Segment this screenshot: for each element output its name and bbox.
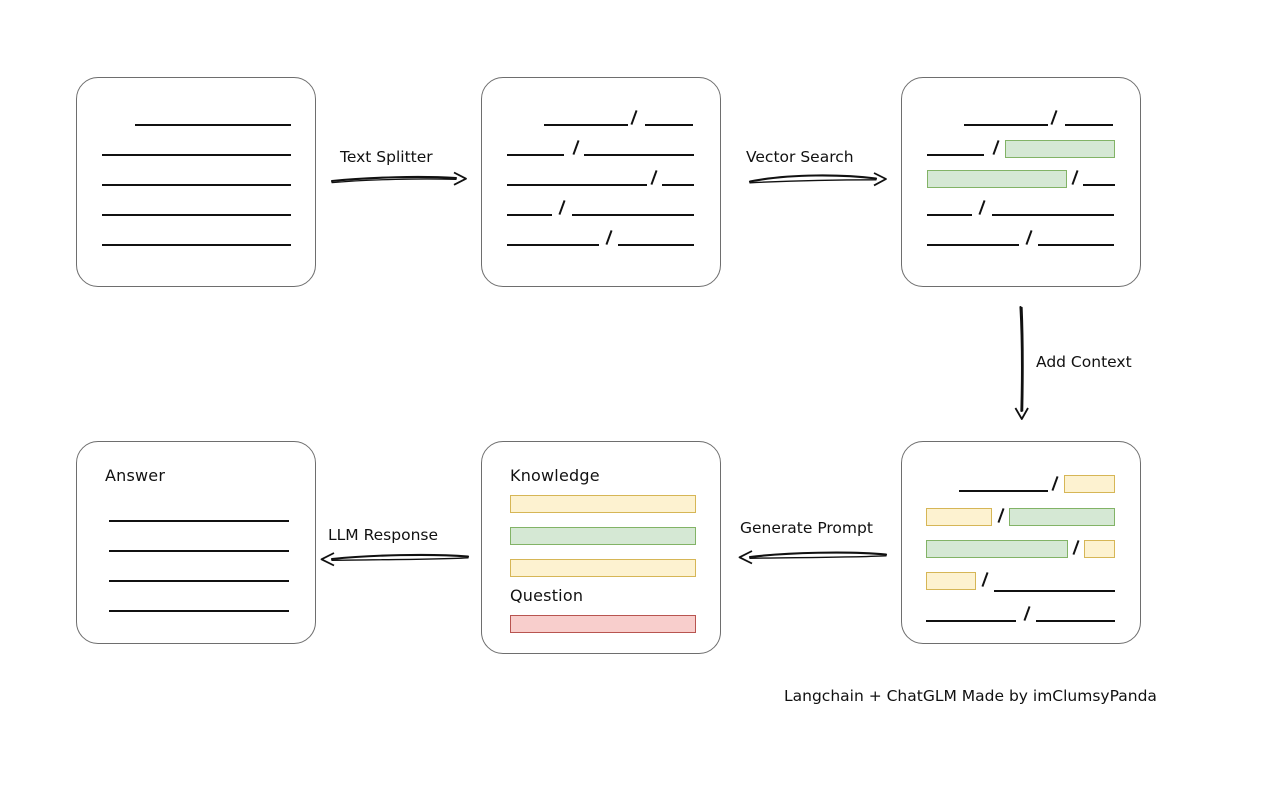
highlight-chunk-green[interactable] bbox=[1005, 140, 1115, 158]
text-line bbox=[994, 590, 1115, 592]
text-line bbox=[135, 124, 291, 126]
text-line bbox=[1036, 620, 1115, 622]
text-line bbox=[572, 214, 694, 216]
card-split-chunks[interactable] bbox=[481, 77, 721, 287]
slash-separator bbox=[558, 200, 566, 215]
knowledge-bar-green-1[interactable] bbox=[510, 527, 696, 545]
slash-separator bbox=[997, 508, 1005, 523]
text-line bbox=[645, 124, 693, 126]
arrow-vector-search bbox=[748, 168, 890, 190]
slash-separator bbox=[1072, 540, 1080, 555]
text-line bbox=[507, 214, 552, 216]
text-line bbox=[109, 520, 289, 522]
text-line bbox=[507, 244, 599, 246]
prompt-knowledge-heading: Knowledge bbox=[510, 466, 600, 485]
highlight-chunk-yellow[interactable] bbox=[926, 572, 976, 590]
text-line bbox=[1083, 184, 1115, 186]
highlight-chunk-green[interactable] bbox=[926, 540, 1068, 558]
card-source-document[interactable] bbox=[76, 77, 316, 287]
slash-separator bbox=[1071, 170, 1079, 185]
slash-separator bbox=[630, 110, 638, 125]
text-line bbox=[927, 154, 984, 156]
slash-separator bbox=[605, 230, 613, 245]
arrow-label-add-context: Add Context bbox=[1036, 353, 1132, 371]
slash-separator bbox=[1050, 110, 1058, 125]
slash-separator bbox=[572, 140, 580, 155]
text-line bbox=[992, 214, 1114, 216]
text-line bbox=[102, 244, 291, 246]
text-line bbox=[964, 124, 1048, 126]
text-line bbox=[507, 184, 647, 186]
text-line bbox=[109, 550, 289, 552]
highlight-chunk-yellow[interactable] bbox=[926, 508, 992, 526]
slash-separator bbox=[981, 572, 989, 587]
text-line bbox=[662, 184, 694, 186]
slash-separator bbox=[650, 170, 658, 185]
prompt-question-heading: Question bbox=[510, 586, 584, 605]
card-answer[interactable]: Answer bbox=[76, 441, 316, 644]
highlight-chunk-yellow[interactable] bbox=[1064, 475, 1115, 493]
text-line bbox=[102, 154, 291, 156]
text-line bbox=[927, 244, 1019, 246]
text-line bbox=[507, 154, 564, 156]
text-line bbox=[1038, 244, 1114, 246]
arrow-text-splitter bbox=[330, 168, 470, 190]
arrow-llm-response bbox=[318, 548, 470, 570]
arrow-add-context bbox=[1010, 305, 1034, 421]
question-bar-red[interactable] bbox=[510, 615, 696, 633]
text-line bbox=[926, 620, 1016, 622]
text-line bbox=[109, 610, 289, 612]
arrow-label-llm-response: LLM Response bbox=[328, 526, 439, 544]
arrow-label-text-splitter: Text Splitter bbox=[340, 148, 433, 166]
text-line bbox=[584, 154, 694, 156]
text-line bbox=[102, 184, 291, 186]
text-line bbox=[544, 124, 628, 126]
text-line bbox=[618, 244, 694, 246]
card-prompt[interactable]: Knowledge Question bbox=[481, 441, 721, 654]
highlight-chunk-green[interactable] bbox=[1009, 508, 1115, 526]
card-retrieved-chunks[interactable] bbox=[901, 77, 1141, 287]
slash-separator bbox=[1023, 606, 1031, 621]
arrow-label-generate-prompt: Generate Prompt bbox=[740, 519, 873, 537]
text-line bbox=[1065, 124, 1113, 126]
slash-separator bbox=[978, 200, 986, 215]
highlight-chunk-yellow[interactable] bbox=[1084, 540, 1115, 558]
card-context-chunks[interactable] bbox=[901, 441, 1141, 644]
text-line bbox=[109, 580, 289, 582]
answer-heading: Answer bbox=[105, 466, 166, 485]
knowledge-bar-yellow-2[interactable] bbox=[510, 559, 696, 577]
slash-separator bbox=[1025, 230, 1033, 245]
highlight-chunk-green[interactable] bbox=[927, 170, 1067, 188]
slash-separator bbox=[1051, 476, 1059, 491]
knowledge-bar-yellow-1[interactable] bbox=[510, 495, 696, 513]
text-line bbox=[102, 214, 291, 216]
footer-caption: Langchain + ChatGLM Made by imClumsyPand… bbox=[784, 687, 1157, 705]
arrow-generate-prompt bbox=[736, 546, 888, 568]
arrow-label-vector-search: Vector Search bbox=[746, 148, 854, 166]
text-line bbox=[959, 490, 1048, 492]
slash-separator bbox=[992, 140, 1000, 155]
text-line bbox=[927, 214, 972, 216]
